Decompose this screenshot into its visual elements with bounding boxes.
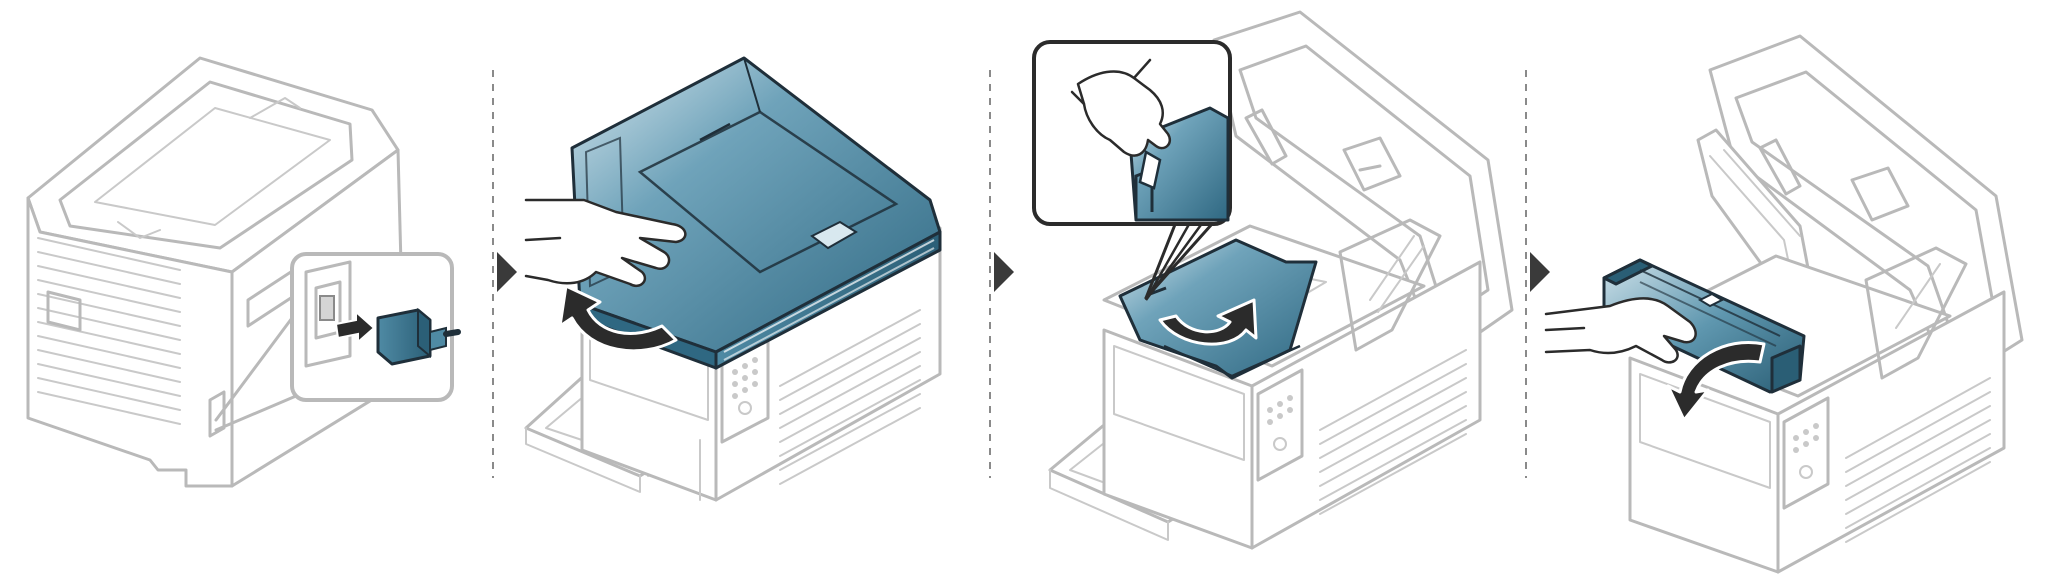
rear-vent-grille bbox=[37, 237, 181, 425]
step-1-unplug-power-cord bbox=[26, 56, 461, 488]
next-step-chevron-icon bbox=[497, 252, 517, 292]
step-2-lift-scan-unit bbox=[524, 56, 942, 502]
hand-icon bbox=[1544, 297, 1697, 364]
pull-arrow-icon bbox=[334, 309, 376, 345]
step-3-open-inner-cover bbox=[1032, 10, 1514, 550]
inner-cover bbox=[1118, 238, 1318, 380]
power-plug-icon bbox=[376, 307, 461, 366]
next-step-chevron-icon bbox=[1530, 252, 1550, 292]
hand-icon bbox=[524, 198, 687, 288]
step-4-remove-toner-cartridge bbox=[1544, 34, 2024, 574]
power-socket-callout bbox=[214, 252, 461, 432]
lift-arrow-icon bbox=[558, 284, 678, 353]
handle-callout bbox=[1032, 40, 1232, 301]
remove-cartridge-arrow-icon bbox=[1666, 341, 1766, 422]
hand-icon bbox=[1070, 58, 1172, 157]
keypad bbox=[732, 357, 758, 415]
next-step-chevron-icon bbox=[994, 252, 1014, 292]
open-cover-arrow-icon bbox=[1158, 298, 1258, 346]
